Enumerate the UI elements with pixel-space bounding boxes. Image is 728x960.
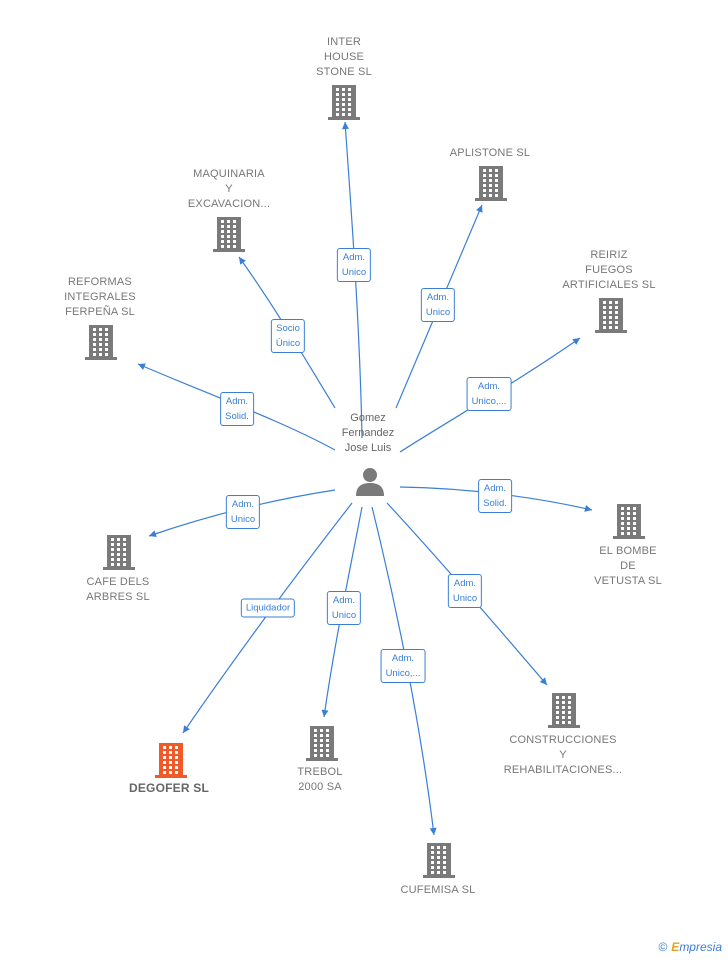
arrowhead-cufemisa bbox=[429, 827, 437, 835]
building-icon[interactable] bbox=[474, 165, 508, 206]
brand-name: mpresia bbox=[679, 940, 722, 954]
building-icon[interactable] bbox=[594, 297, 628, 338]
arrowhead-reformas bbox=[138, 363, 146, 370]
company-label-inter-house[interactable]: INTER HOUSE STONE SL bbox=[316, 36, 372, 78]
arrowhead-aplistone bbox=[476, 205, 483, 213]
role-badge-reformas[interactable]: Adm. Solid. bbox=[220, 392, 254, 426]
company-label-aplistone[interactable]: APLISTONE SL bbox=[449, 147, 531, 159]
role-badge-trebol[interactable]: Adm. Unico bbox=[326, 591, 362, 625]
role-badge-degofer[interactable]: Liquidador bbox=[240, 598, 296, 618]
role-badge-cufemisa[interactable]: Adm. Unico,... bbox=[380, 649, 426, 683]
brand-initial: E bbox=[671, 940, 680, 954]
role-badge-inter-house[interactable]: Adm. Unico bbox=[336, 248, 372, 282]
footer-brand: ©Empresia bbox=[658, 940, 722, 954]
arrowhead-trebol bbox=[321, 709, 329, 717]
company-label-reformas[interactable]: REFORMAS INTEGRALES FERPEÑA SL bbox=[64, 276, 136, 318]
role-badge-aplistone[interactable]: Adm. Unico bbox=[420, 288, 456, 322]
arrowhead-bombe bbox=[584, 505, 592, 512]
building-icon[interactable] bbox=[547, 692, 581, 733]
building-icon[interactable] bbox=[212, 216, 246, 257]
role-badge-bombe[interactable]: Adm. Solid. bbox=[478, 479, 512, 513]
role-badge-reiriz[interactable]: Adm. Unico,... bbox=[466, 377, 512, 411]
copyright-icon: © bbox=[658, 940, 668, 954]
company-label-degofer[interactable]: DEGOFER SL bbox=[128, 781, 210, 795]
arrowhead-degofer bbox=[183, 725, 190, 733]
building-icon[interactable] bbox=[84, 324, 118, 365]
role-badge-maquinaria[interactable]: Socio Único bbox=[270, 319, 306, 353]
person-icon[interactable] bbox=[354, 466, 386, 503]
company-label-cufemisa[interactable]: CUFEMISA SL bbox=[400, 884, 476, 896]
building-icon[interactable] bbox=[305, 725, 339, 766]
company-label-maquinaria[interactable]: MAQUINARIA Y EXCAVACION... bbox=[187, 168, 271, 210]
company-label-reiriz[interactable]: REIRIZ FUEGOS ARTIFICIALES SL bbox=[562, 249, 656, 291]
role-badge-cafe[interactable]: Adm. Unico bbox=[225, 495, 261, 529]
person-name[interactable]: Gomez Fernandez Jose Luis bbox=[341, 412, 395, 454]
company-label-cafe[interactable]: CAFE DELS ARBRES SL bbox=[86, 576, 150, 603]
building-icon[interactable] bbox=[102, 534, 136, 575]
building-icon[interactable] bbox=[422, 842, 456, 883]
arrowhead-cafe bbox=[149, 530, 157, 538]
arrowhead-reiriz bbox=[572, 338, 580, 345]
arrowhead-maquinaria bbox=[239, 257, 246, 265]
company-label-trebol[interactable]: TREBOL 2000 SA bbox=[297, 766, 343, 793]
company-label-bombe[interactable]: EL BOMBE DE VETUSTA SL bbox=[594, 545, 662, 587]
role-badge-construcciones[interactable]: Adm. Unico bbox=[447, 574, 483, 608]
building-icon[interactable] bbox=[327, 84, 361, 125]
arrowhead-construcciones bbox=[539, 677, 547, 685]
arrowhead-inter-house bbox=[342, 122, 349, 130]
building-icon[interactable] bbox=[612, 503, 646, 544]
company-label-construcciones[interactable]: CONSTRUCCIONES Y REHABILITACIONES... bbox=[503, 734, 623, 776]
building-icon[interactable] bbox=[154, 742, 188, 783]
